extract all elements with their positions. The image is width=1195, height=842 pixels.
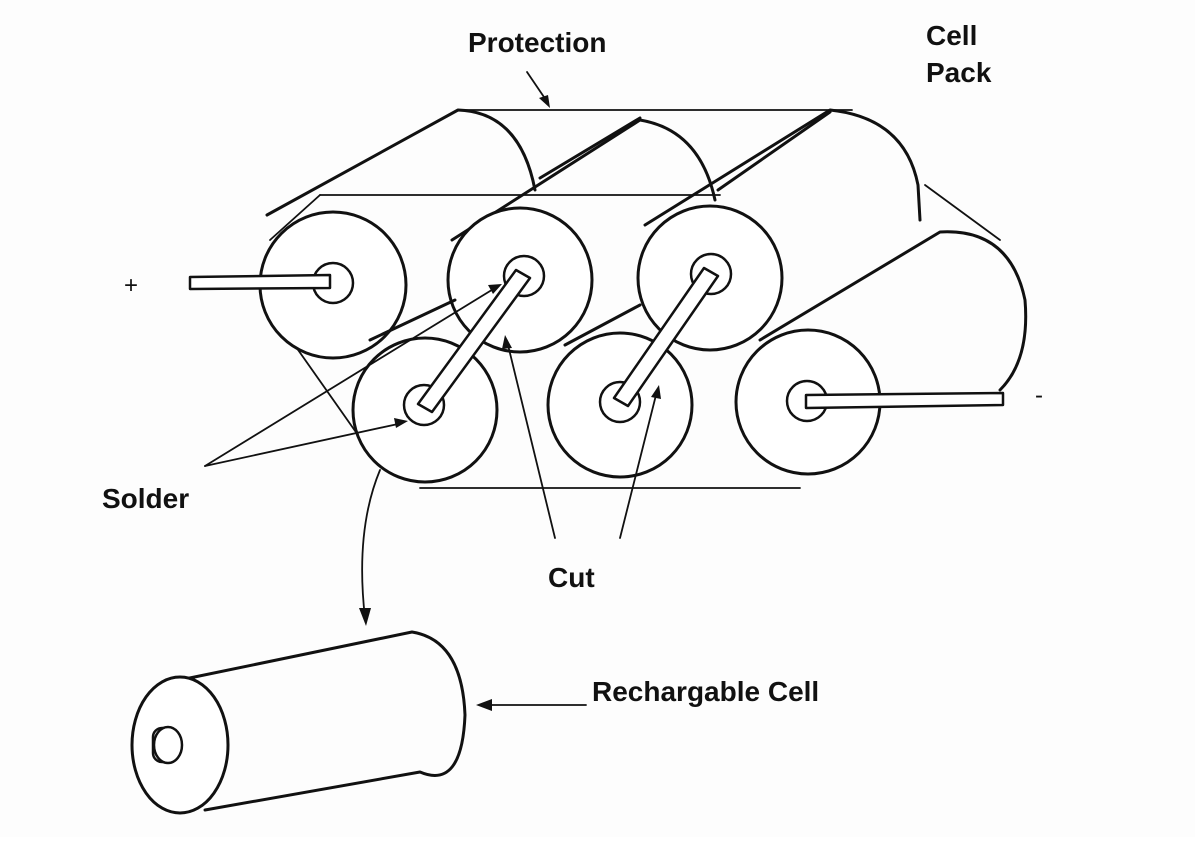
cell-pack-label-line1: Cell <box>926 20 977 51</box>
back-row-bodies <box>265 108 922 242</box>
strap-1 <box>416 268 532 414</box>
pointer-lines <box>204 71 661 711</box>
negative-lead <box>804 391 1005 410</box>
cell-pack-label-line2: Pack <box>926 57 992 88</box>
strap-2 <box>612 266 720 408</box>
protection-label: Protection <box>468 27 606 58</box>
rechargeable-cell-drawing <box>130 630 467 815</box>
rechargeable-cell-label: Rechargable Cell <box>592 676 819 707</box>
positive-lead <box>188 273 332 291</box>
positive-sign: + <box>124 272 138 299</box>
negative-sign: - <box>1035 382 1043 409</box>
connecting-straps <box>188 266 1005 414</box>
cut-label: Cut <box>548 562 595 593</box>
front-row-bodies <box>368 230 1028 392</box>
solder-label: Solder <box>102 483 189 514</box>
